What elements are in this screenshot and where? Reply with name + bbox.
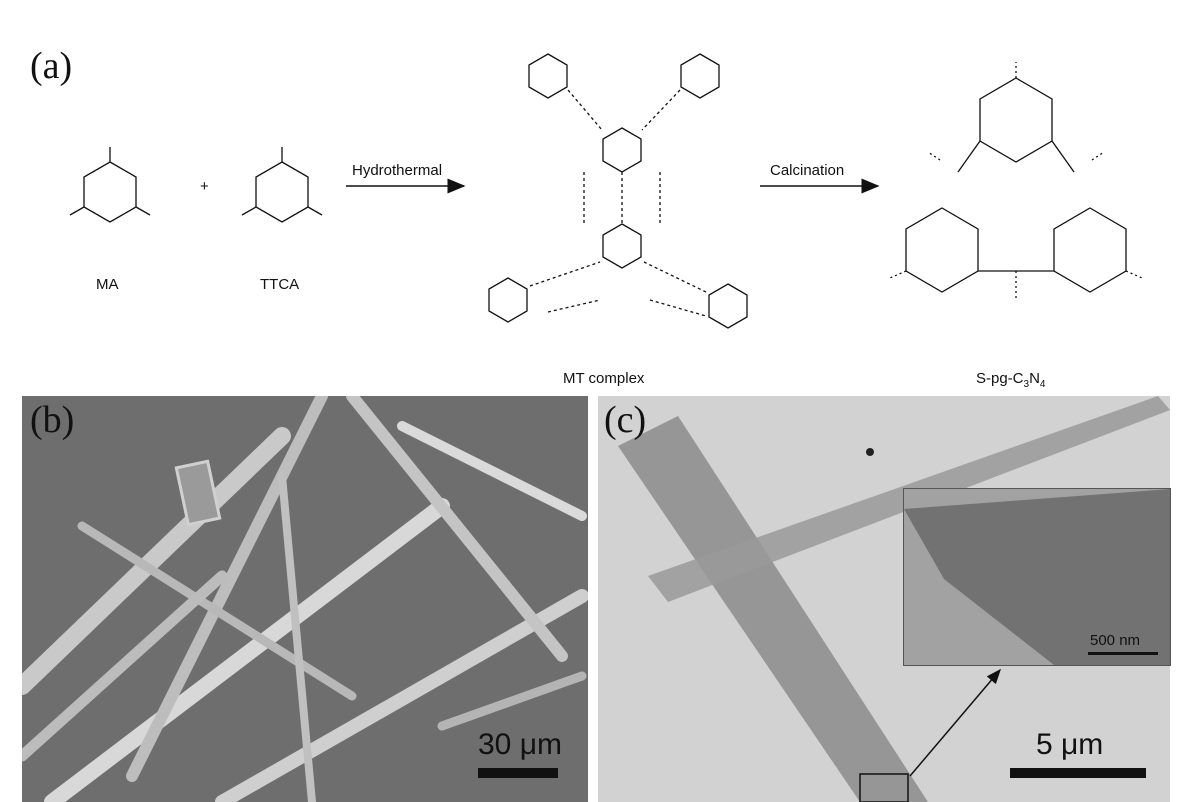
- tem-scale-bar-label: 5 μm: [1036, 728, 1104, 761]
- inset-scale-bar: [1088, 652, 1158, 655]
- product-label-sub2: 4: [1039, 379, 1046, 390]
- tem-inset: [903, 488, 1171, 666]
- sem-scale-bar-label: 30 μm: [478, 728, 562, 761]
- inset-scale-bar-label: 500 nm: [1090, 632, 1141, 649]
- product-label-mid: N: [1029, 370, 1040, 387]
- panel-b-label: (b): [30, 399, 75, 441]
- ma-molecule: [69, 147, 151, 223]
- ttca-label: TTCA: [260, 276, 300, 293]
- product-label-sub1: 3: [1023, 379, 1030, 390]
- reaction-scheme: [69, 53, 1143, 329]
- product-label: S-pg-C3N4: [976, 370, 1045, 390]
- product-structure: [889, 62, 1143, 300]
- mt-complex-label: MT complex: [563, 370, 645, 387]
- sem-image: [22, 396, 588, 802]
- ttca-molecule: [241, 147, 323, 223]
- panel-c-label: (c): [604, 399, 647, 441]
- panel-a-label: (a): [30, 45, 73, 87]
- hydrothermal-label: Hydrothermal: [352, 162, 443, 179]
- product-label-base: S-pg-C: [976, 370, 1024, 387]
- mt-complex-structure: [488, 53, 748, 329]
- plus-sign: +: [200, 178, 209, 195]
- tem-scale-bar: [1010, 768, 1146, 778]
- ma-label: MA: [96, 276, 119, 293]
- sem-scale-bar: [478, 768, 558, 778]
- calcination-label: Calcination: [770, 162, 845, 179]
